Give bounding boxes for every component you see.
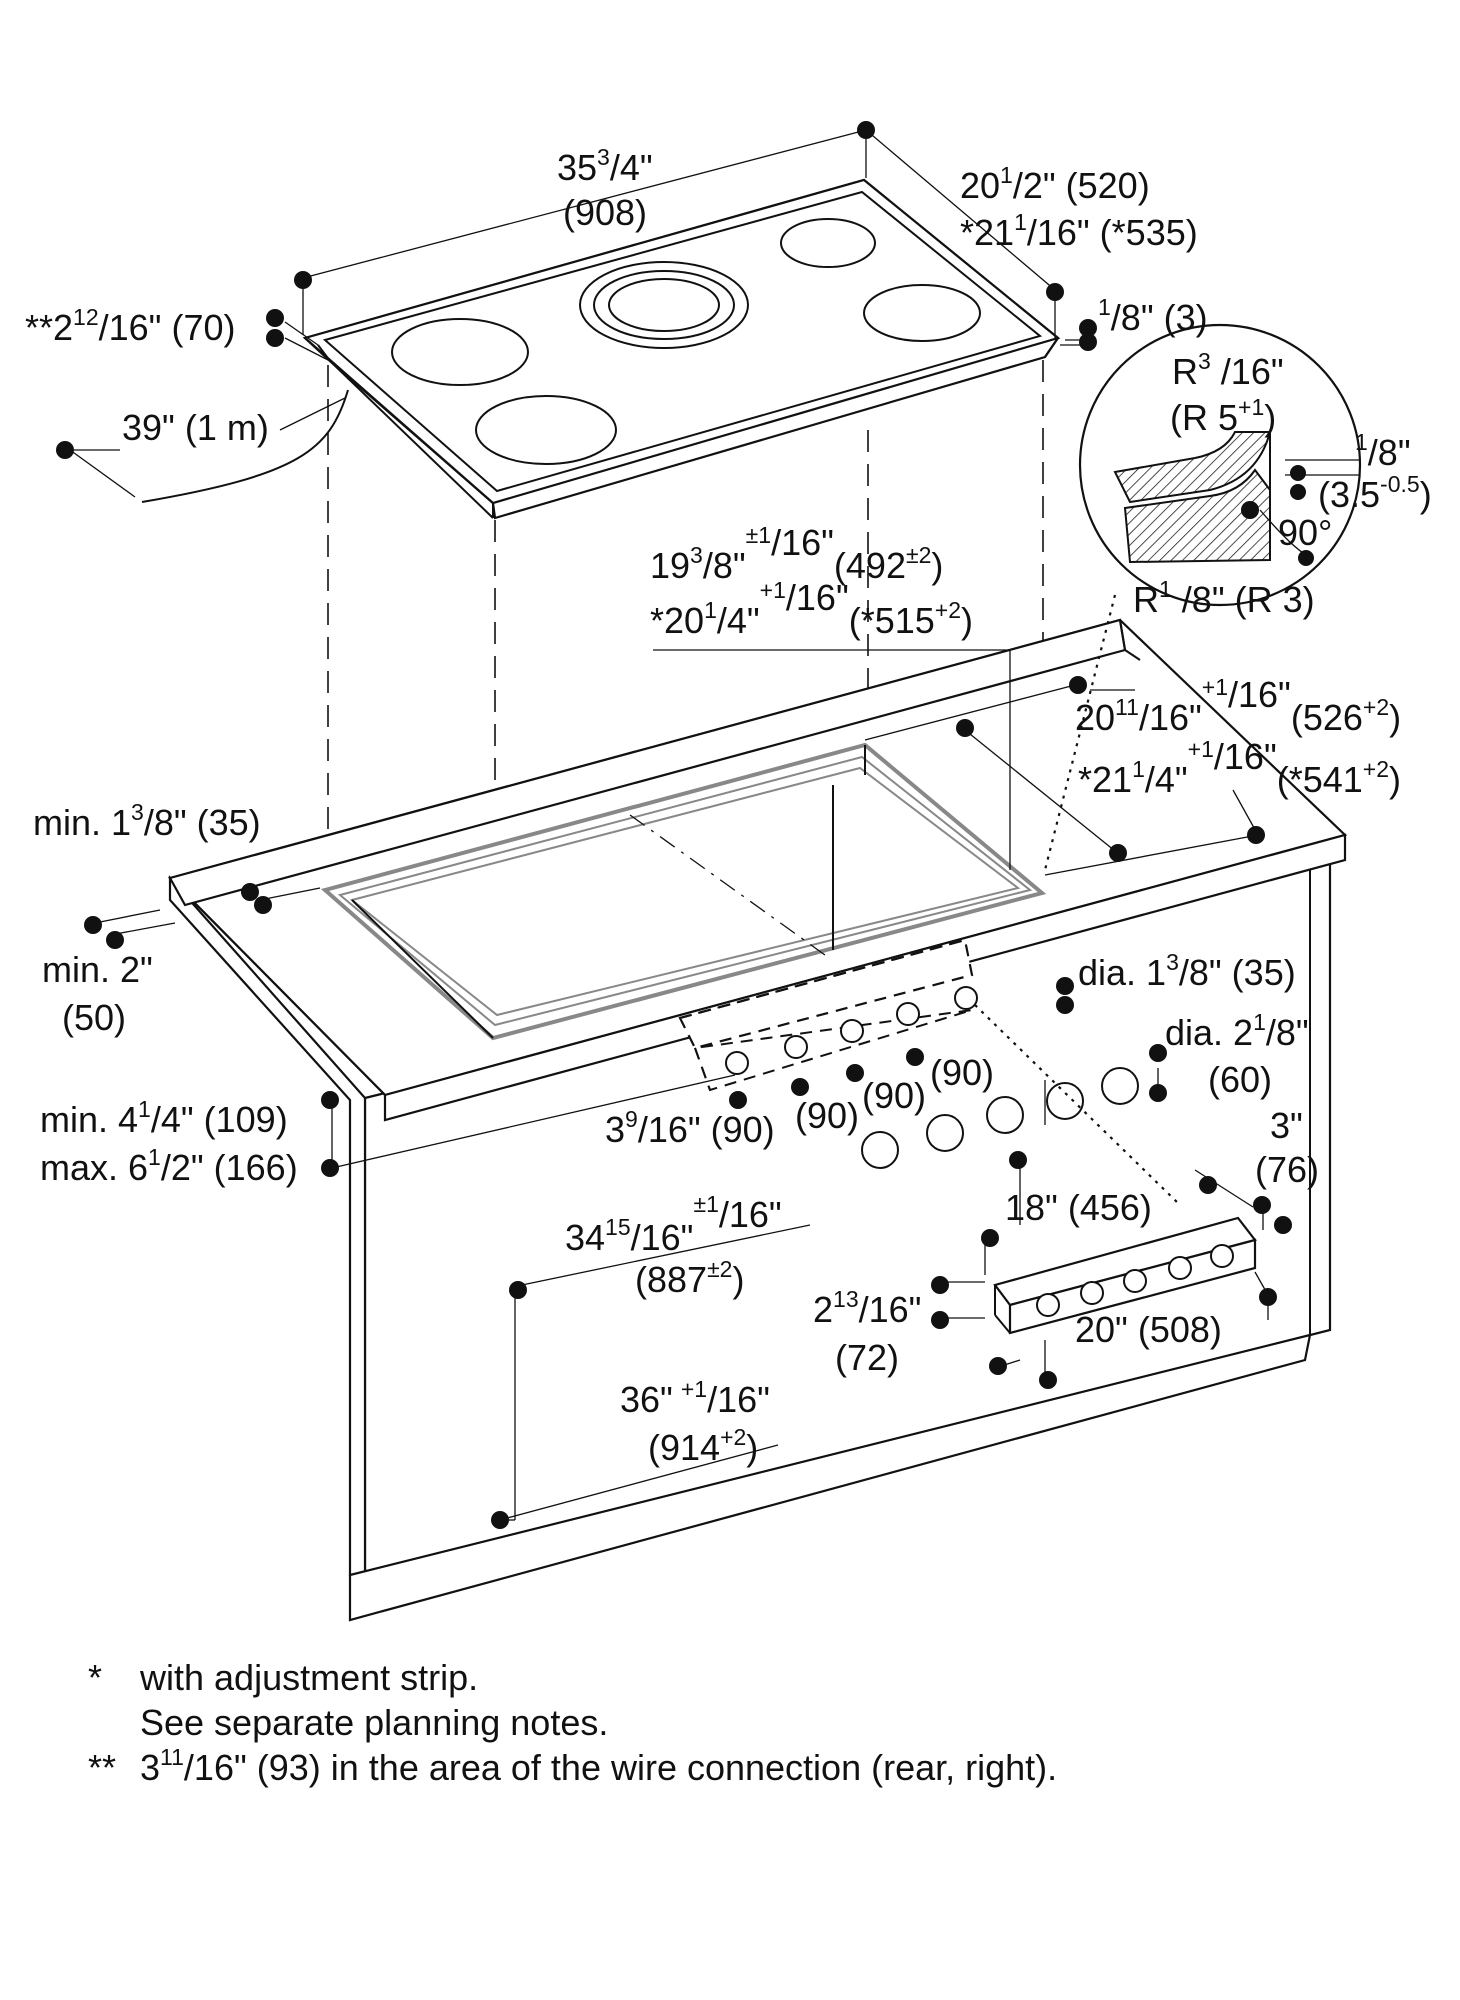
dim-marker xyxy=(1046,283,1064,301)
front-min-label: min. 13/8" (35) xyxy=(33,799,261,843)
bar-knob xyxy=(1123,1269,1147,1293)
knob-hole xyxy=(725,1051,749,1075)
burner-front-right xyxy=(863,284,981,342)
cutout-depth-adj-label: *201/4"+1/16"(*515+2) xyxy=(650,577,973,641)
cooktop-inner-frame xyxy=(322,190,1043,493)
bar-depth-mm-label: (76) xyxy=(1255,1149,1319,1190)
counter-min-label: min. 41/4" (109) xyxy=(40,1096,288,1140)
dim-marker xyxy=(266,309,284,327)
spacing-2-label: (90) xyxy=(795,1095,859,1136)
knob-panel xyxy=(678,938,978,1092)
bar-length-label: 18" (456) xyxy=(1005,1187,1152,1228)
spacing-3-label: (90) xyxy=(862,1075,926,1116)
angle-label: 90° xyxy=(1278,512,1332,553)
knob-hole xyxy=(784,1035,808,1059)
labels: 353/4" (908) 201/2" (520) *211/16" (*535… xyxy=(25,144,1432,1788)
footnote-star-text-2: See separate planning notes. xyxy=(140,1702,608,1743)
width-mm-label: (908) xyxy=(563,192,647,233)
cooktop xyxy=(141,178,1061,520)
dim-marker xyxy=(857,121,875,139)
hole-dia-label: dia. 13/8" (35) xyxy=(1078,949,1296,993)
cutout-width-adj-label: *211/4"+1/16"(*541+2) xyxy=(1078,736,1401,800)
side-min-label: min. 2" xyxy=(42,949,153,990)
knob-dia-label: dia. 21/8" xyxy=(1165,1009,1309,1053)
cutout-width-label: 2011/16"+1/16"(526+2) xyxy=(1075,674,1401,738)
control-knob xyxy=(861,1131,899,1169)
bar-knob xyxy=(1210,1244,1234,1268)
burner-center-inner xyxy=(608,278,720,332)
detail-circle xyxy=(1078,323,1362,607)
depth-label: 201/2" (520) xyxy=(960,162,1150,206)
cabinet-dimensions xyxy=(94,649,1269,1521)
burner-rear-left xyxy=(391,318,529,386)
radius-top-mm-label: (R 5+1) xyxy=(1170,394,1276,438)
spacing-4-label: (90) xyxy=(930,1052,994,1093)
depth-adj-label: *211/16" (*535) xyxy=(960,209,1198,253)
dim-marker xyxy=(266,329,284,347)
knob-hole xyxy=(840,1019,864,1043)
bar-knob xyxy=(1036,1293,1060,1317)
detail-leader xyxy=(1043,594,1117,871)
dim-marker xyxy=(294,271,312,289)
bar-height-mm-label: (72) xyxy=(835,1337,899,1378)
rim-label: 1/8" (3) xyxy=(1098,294,1208,338)
cabinet-width-mm-label: (914+2) xyxy=(648,1424,758,1468)
cooktop-dimensions xyxy=(56,121,1097,498)
control-knob xyxy=(1046,1082,1084,1120)
spacing-label: 39/16" (90) xyxy=(605,1106,775,1150)
burner-center-outer xyxy=(579,261,749,349)
cutout-edge xyxy=(320,742,1047,1041)
bar-total-label: 20" (508) xyxy=(1075,1309,1222,1350)
burner-rear-right xyxy=(780,218,876,268)
control-knob xyxy=(986,1096,1024,1134)
knob-dia-mm-label: (60) xyxy=(1208,1059,1272,1100)
bar-knob xyxy=(1080,1281,1104,1305)
footnote-star: * xyxy=(88,1657,102,1698)
dim-marker xyxy=(56,441,74,459)
knob-hole xyxy=(896,1002,920,1026)
cutout-depth-label: 193/8"±1/16"(492±2) xyxy=(650,522,943,586)
overall-width-label: 3415/16"±1/16" xyxy=(565,1191,782,1258)
height-label: **212/16" (70) xyxy=(25,304,236,348)
burner-front-left xyxy=(475,395,617,465)
dim-markers xyxy=(84,676,1292,1529)
knob-hole xyxy=(954,986,978,1010)
footnote-star-text: with adjustment strip. xyxy=(139,1657,478,1698)
bar-knob xyxy=(1168,1256,1192,1280)
footnote-double-star: ** xyxy=(88,1747,116,1788)
dim-marker xyxy=(1079,319,1097,337)
step-mm-label: (3.5-0.5) xyxy=(1318,471,1432,515)
side-min-mm-label: (50) xyxy=(62,997,126,1038)
dim-marker xyxy=(1079,333,1097,351)
footnote-double-star-text: 311/16" (93) in the area of the wire con… xyxy=(140,1744,1057,1788)
front-knobs xyxy=(861,1067,1139,1169)
cable-label: 39" (1 m) xyxy=(122,407,269,448)
radius-top-label: R3 /16" xyxy=(1172,348,1284,392)
power-cable xyxy=(141,389,349,503)
width-label: 353/4" xyxy=(557,144,653,188)
bar-height-label: 213/16" xyxy=(813,1286,921,1330)
bar-leader xyxy=(974,1004,1181,1206)
cabinet-width-label: 36"+1/16" xyxy=(620,1376,770,1420)
counter-max-label: max. 61/2" (166) xyxy=(40,1144,298,1188)
step-label: 1/8" xyxy=(1355,429,1411,473)
control-knob xyxy=(1101,1067,1139,1105)
control-knob xyxy=(926,1114,964,1152)
cutout xyxy=(320,742,1047,1041)
burner-center-mid xyxy=(593,270,735,340)
radius-bottom-label: R1 /8" (R 3) xyxy=(1133,576,1315,620)
overall-width-mm-label: (887±2) xyxy=(635,1256,744,1300)
control-bar xyxy=(993,1216,1257,1335)
bar-depth-label: 3" xyxy=(1270,1105,1303,1146)
